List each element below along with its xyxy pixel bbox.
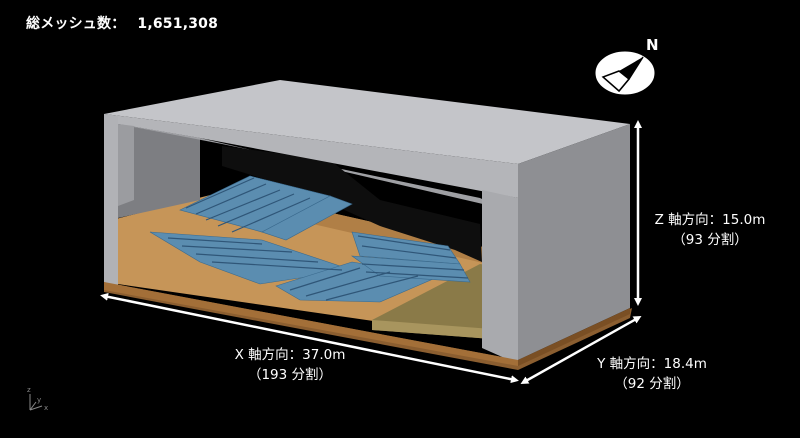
y-dimension-label: Y 軸方向：18.4m （92 分割） xyxy=(572,354,732,394)
mesh-count-header: 総メッシュ数： 1,651,308 xyxy=(26,13,218,33)
mesh-count-label: 総メッシュ数： xyxy=(26,16,126,32)
left-pillar xyxy=(118,124,134,206)
left-column xyxy=(104,114,118,286)
z-dimension-length: Z 軸方向：15.0m xyxy=(654,212,766,228)
axis-triad-icon xyxy=(29,394,43,411)
x-dimension-length: X 軸方向：37.0m xyxy=(234,347,346,363)
x-dimension-divisions: （193 分割） xyxy=(247,367,333,383)
roof-top xyxy=(104,80,630,164)
axis-triad-z: z xyxy=(27,386,31,394)
x-dimension-label: X 軸方向：37.0m （193 分割） xyxy=(215,345,365,385)
mesh-count-value: 1,651,308 xyxy=(137,16,219,32)
y-dimension-divisions: （92 分割） xyxy=(614,376,690,392)
compass-north-label: N xyxy=(646,36,659,54)
hall-model xyxy=(104,80,632,370)
roof-front xyxy=(104,114,518,198)
x-dimension-arrow xyxy=(100,292,519,384)
seat-row-lines xyxy=(167,177,469,301)
z-dimension-divisions: （93 分割） xyxy=(672,232,748,248)
axis-triad-y: y xyxy=(37,396,41,404)
y-dimension-length: Y 軸方向：18.4m xyxy=(597,356,707,372)
front-column xyxy=(482,190,518,364)
axis-triad-x: x xyxy=(44,404,48,412)
left-wall-inner xyxy=(118,124,200,218)
z-dimension-label: Z 軸方向：15.0m （93 分割） xyxy=(630,210,790,250)
y-dimension-arrow xyxy=(520,316,642,384)
compass-icon xyxy=(594,50,656,96)
right-wall xyxy=(518,124,630,360)
